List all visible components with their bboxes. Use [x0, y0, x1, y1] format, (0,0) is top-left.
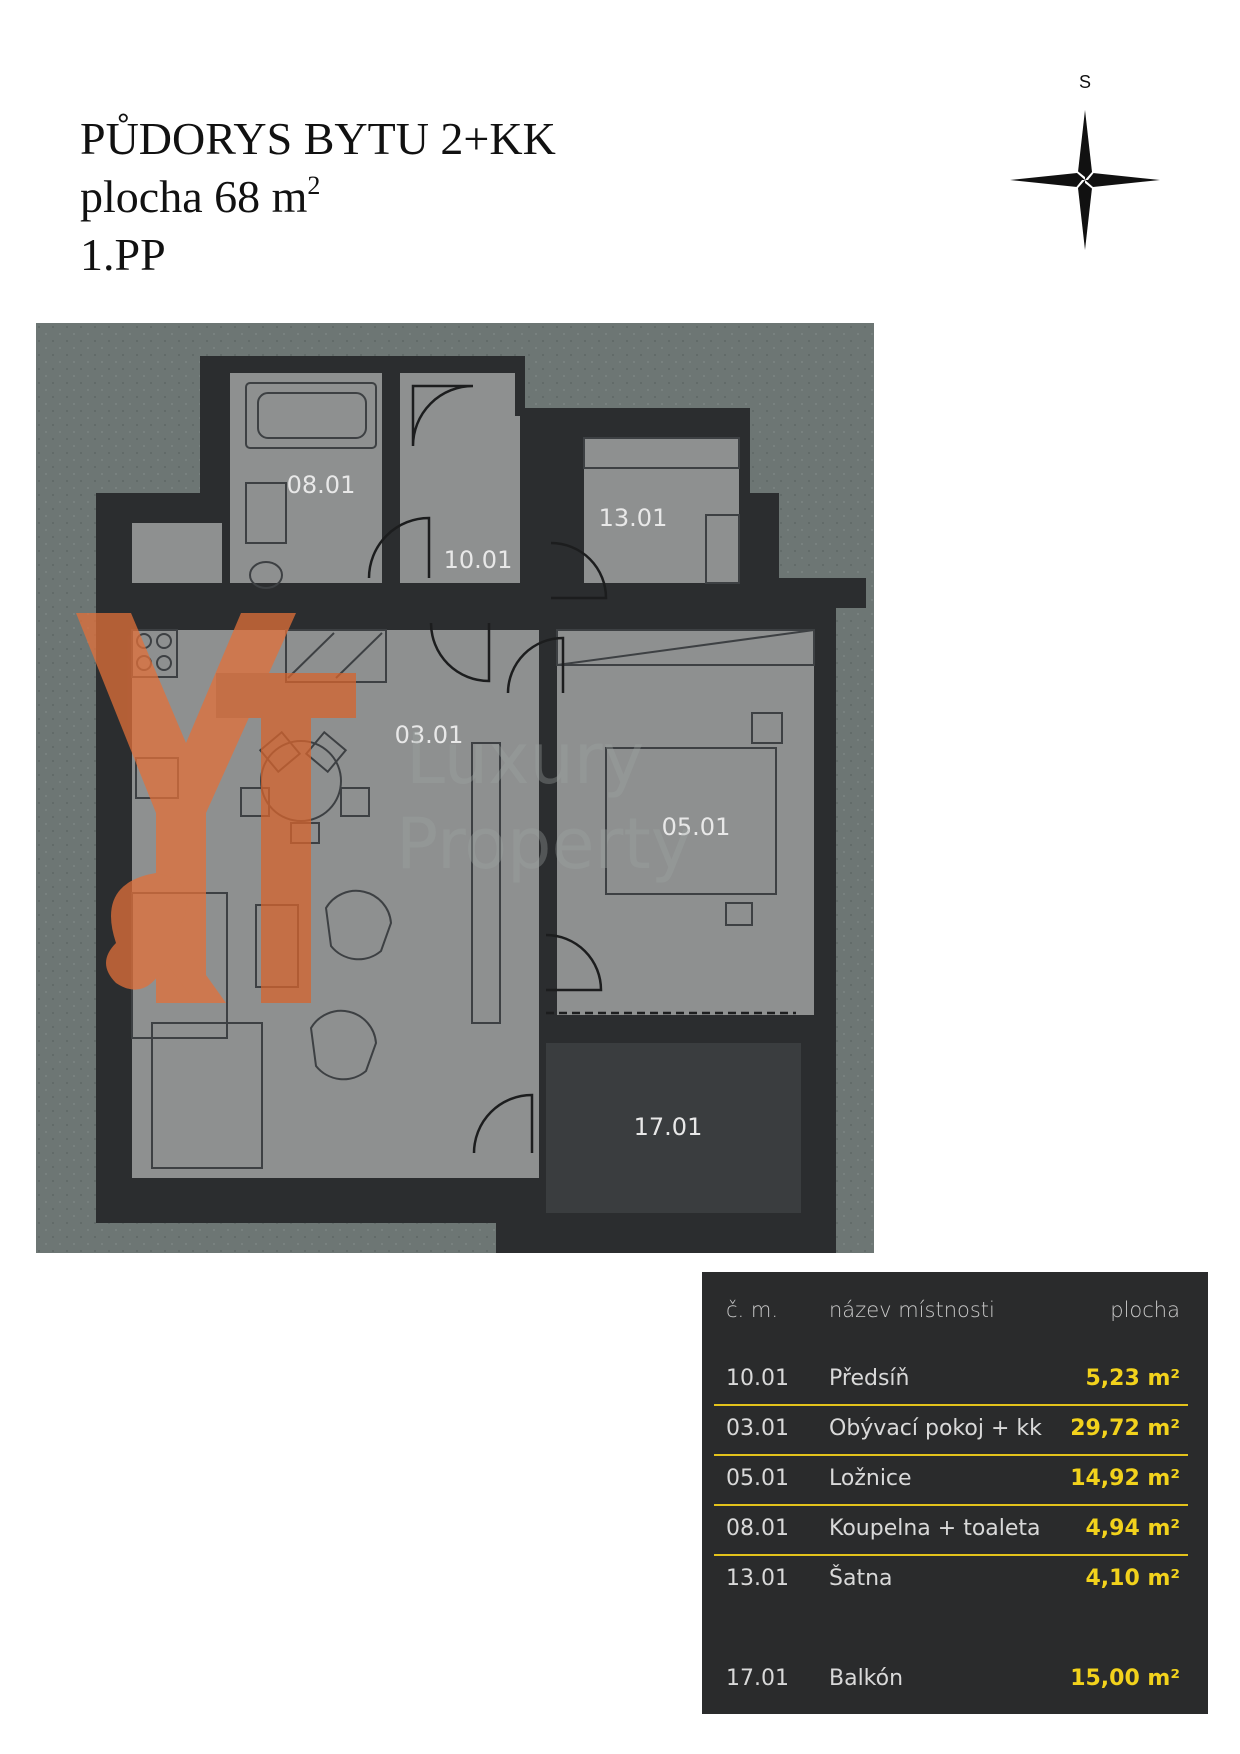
room-17-01: [546, 1043, 801, 1213]
watermark-text-1: Luxury: [406, 718, 644, 800]
table-row: 13.01 Šatna 4,10 m²: [714, 1556, 1188, 1604]
row-num: 10.01: [726, 1366, 789, 1391]
header-name: název místnosti: [829, 1298, 995, 1322]
row-num: 03.01: [726, 1416, 789, 1441]
room-label-03-01: 03.01: [395, 721, 464, 749]
watermark-logo: [76, 613, 356, 1003]
room-label-10-01: 10.01: [444, 546, 513, 574]
table-row: 05.01 Ložnice 14,92 m²: [714, 1456, 1188, 1506]
table-row: 08.01 Koupelna + toaleta 4,94 m²: [714, 1506, 1188, 1556]
table-row: 10.01 Předsíň 5,23 m²: [714, 1356, 1188, 1406]
row-num: 08.01: [726, 1516, 789, 1541]
row-name: Koupelna + toaleta: [829, 1516, 1041, 1541]
row-num: 05.01: [726, 1466, 789, 1491]
row-area: 29,72 m²: [1070, 1416, 1180, 1441]
row-name: Ložnice: [829, 1466, 912, 1491]
room-13-01: [584, 438, 739, 583]
floor-label: 1.PP: [80, 229, 166, 280]
table-row: 03.01 Obývací pokoj + kk 29,72 m²: [714, 1406, 1188, 1456]
row-name: Balkón: [829, 1666, 904, 1691]
compass-icon: S: [1010, 72, 1160, 250]
doors: [367, 384, 796, 1154]
table-header: č. m. název místnosti plocha: [726, 1298, 1180, 1328]
area-text: plocha 68 m: [80, 171, 308, 222]
row-area: 15,00 m²: [1070, 1666, 1180, 1691]
room-label-08-01: 08.01: [287, 471, 356, 499]
compass-label: S: [1079, 72, 1091, 92]
floor-plan: 08.01 10.01 13.01 03.01 05.01 17.01 Luxu…: [36, 323, 874, 1253]
row-name: Předsíň: [829, 1366, 910, 1391]
room-05-01: [557, 630, 814, 1015]
room-label-17-01: 17.01: [634, 1113, 703, 1141]
room-table: č. m. název místnosti plocha 10.01 Předs…: [702, 1272, 1208, 1714]
table-row: 17.01 Balkón 15,00 m²: [714, 1656, 1188, 1704]
row-area: 5,23 m²: [1085, 1366, 1181, 1391]
header-area: plocha: [1110, 1298, 1180, 1322]
row-name: Šatna: [829, 1566, 893, 1591]
watermark-text-2: Property: [396, 803, 692, 885]
header-num: č. m.: [726, 1298, 779, 1322]
room-08-01: [230, 373, 382, 583]
room-label-13-01: 13.01: [599, 504, 668, 532]
row-area: 14,92 m²: [1070, 1466, 1180, 1491]
row-area: 4,10 m²: [1085, 1566, 1181, 1591]
heading-block: PŮDORYS BYTU 2+KK plocha 68 m2 1.PP: [80, 110, 556, 284]
plan-title: PŮDORYS BYTU 2+KK: [80, 113, 556, 164]
row-name: Obývací pokoj + kk: [829, 1416, 1042, 1441]
area-line: plocha 68 m2: [80, 168, 556, 226]
row-num: 17.01: [726, 1666, 789, 1691]
room-label-05-01: 05.01: [662, 813, 731, 841]
row-num: 13.01: [726, 1566, 789, 1591]
area-superscript: 2: [307, 171, 321, 200]
row-area: 4,94 m²: [1085, 1516, 1181, 1541]
